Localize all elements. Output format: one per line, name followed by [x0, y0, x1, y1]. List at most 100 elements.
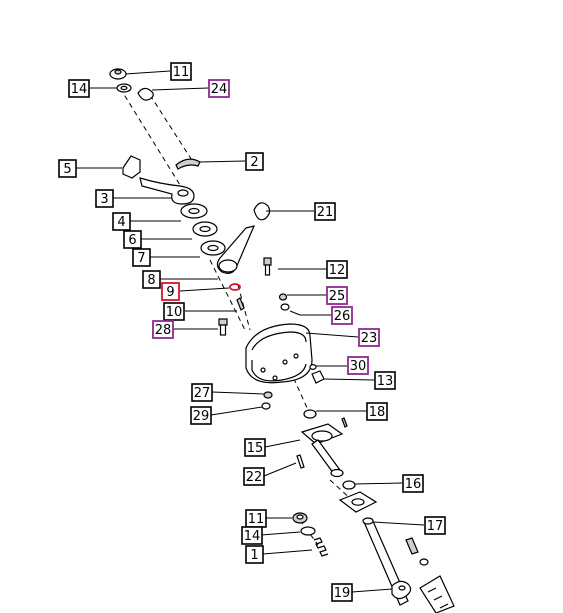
- callout-c4: 4: [112, 212, 131, 231]
- callout-c11b: 11: [245, 509, 267, 528]
- knob-part: [253, 202, 271, 221]
- callout-c12: 12: [326, 260, 348, 279]
- callout-number: 9: [166, 285, 174, 300]
- washer-29: [261, 402, 271, 410]
- callout-box: [245, 545, 264, 564]
- callout-c7: 7: [132, 248, 151, 267]
- callout-box: [244, 438, 266, 457]
- nut-top: [109, 68, 127, 80]
- callout-number: 11: [173, 65, 190, 80]
- callout-box: [374, 371, 396, 390]
- washer-stack: [180, 203, 226, 256]
- callout-c16: 16: [402, 474, 424, 493]
- callout-box: [152, 320, 174, 339]
- callout-box: [208, 79, 230, 98]
- callout-number: 5: [63, 162, 71, 177]
- callout-box: [170, 62, 192, 81]
- callout-box: [161, 282, 180, 301]
- callout-number: 21: [317, 205, 334, 220]
- spring-part: [313, 537, 329, 557]
- callout-box: [331, 583, 353, 602]
- callout-c18: 18: [366, 402, 388, 421]
- callout-c2: 2: [245, 152, 264, 171]
- callout-number: 29: [193, 409, 210, 424]
- washer-lower: [300, 526, 316, 536]
- nut-25: [278, 293, 288, 301]
- callout-number: 8: [147, 273, 155, 288]
- callout-c30: 30: [347, 356, 369, 375]
- callout-c9: 9: [161, 282, 180, 301]
- callout-number: 26: [334, 309, 351, 324]
- washer-near-17: [419, 558, 429, 566]
- bolt-12: [263, 257, 272, 276]
- callout-c22: 22: [243, 467, 265, 486]
- bracket-19: [391, 575, 455, 613]
- callout-c23: 23: [358, 328, 380, 347]
- callout-box: [142, 270, 161, 289]
- nut-27: [263, 391, 273, 399]
- callout-box: [331, 306, 353, 325]
- nut-lower: [292, 512, 308, 524]
- screw-18: [341, 417, 348, 428]
- callout-box: [424, 516, 446, 535]
- lever-part: [139, 177, 195, 205]
- callout-box: [112, 212, 131, 231]
- callout-c17: 17: [424, 516, 446, 535]
- callout-c11a: 11: [170, 62, 192, 81]
- shaft-15: [300, 423, 344, 478]
- callout-box: [314, 202, 336, 221]
- block-part: [122, 155, 141, 179]
- o-ring-red: [229, 283, 241, 291]
- callout-box: [191, 383, 213, 402]
- callout-box: [132, 248, 151, 267]
- assembly-center-lines: [119, 87, 353, 546]
- callout-box: [326, 286, 348, 305]
- washer-30: [309, 364, 317, 371]
- callout-number: 7: [137, 251, 145, 266]
- callout-c19: 19: [331, 583, 353, 602]
- gasket-plate: [338, 491, 378, 513]
- callout-c25: 25: [326, 286, 348, 305]
- callout-number: 15: [247, 441, 264, 456]
- callout-number: 17: [427, 519, 444, 534]
- washer-top: [116, 83, 132, 93]
- clip-part: [137, 87, 154, 101]
- callout-number: 2: [250, 155, 258, 170]
- callout-box: [358, 328, 380, 347]
- callout-c5: 5: [58, 159, 77, 178]
- callout-box: [402, 474, 424, 493]
- callout-number: 13: [377, 374, 394, 389]
- handle-part: [175, 158, 201, 170]
- callout-number: 6: [128, 233, 136, 248]
- callout-box: [58, 159, 77, 178]
- callout-c24: 24: [208, 79, 230, 98]
- washer-26: [280, 303, 290, 311]
- callout-c21: 21: [314, 202, 336, 221]
- callout-number: 28: [155, 323, 172, 338]
- stud-part: [405, 537, 419, 555]
- callout-number: 27: [194, 386, 211, 401]
- callout-number: 11: [248, 512, 265, 527]
- callout-box: [347, 356, 369, 375]
- callout-c28: 28: [152, 320, 174, 339]
- callout-c27: 27: [191, 383, 213, 402]
- bolt-28: [218, 318, 228, 336]
- pin-22: [296, 454, 305, 469]
- callout-box: [326, 260, 348, 279]
- callout-box: [245, 152, 264, 171]
- callout-c15: 15: [244, 438, 266, 457]
- callout-number: 18: [369, 405, 386, 420]
- callout-number: 24: [211, 82, 228, 97]
- callout-box: [243, 467, 265, 486]
- callout-box: [123, 230, 142, 249]
- callout-box: [366, 402, 388, 421]
- callout-c1: 1: [245, 545, 264, 564]
- callout-number: 30: [350, 359, 367, 374]
- callout-number: 19: [334, 586, 351, 601]
- o-ring-16: [342, 480, 356, 490]
- callout-number: 10: [166, 305, 183, 320]
- callout-c14b: 14: [241, 526, 263, 545]
- callout-number: 4: [117, 215, 125, 230]
